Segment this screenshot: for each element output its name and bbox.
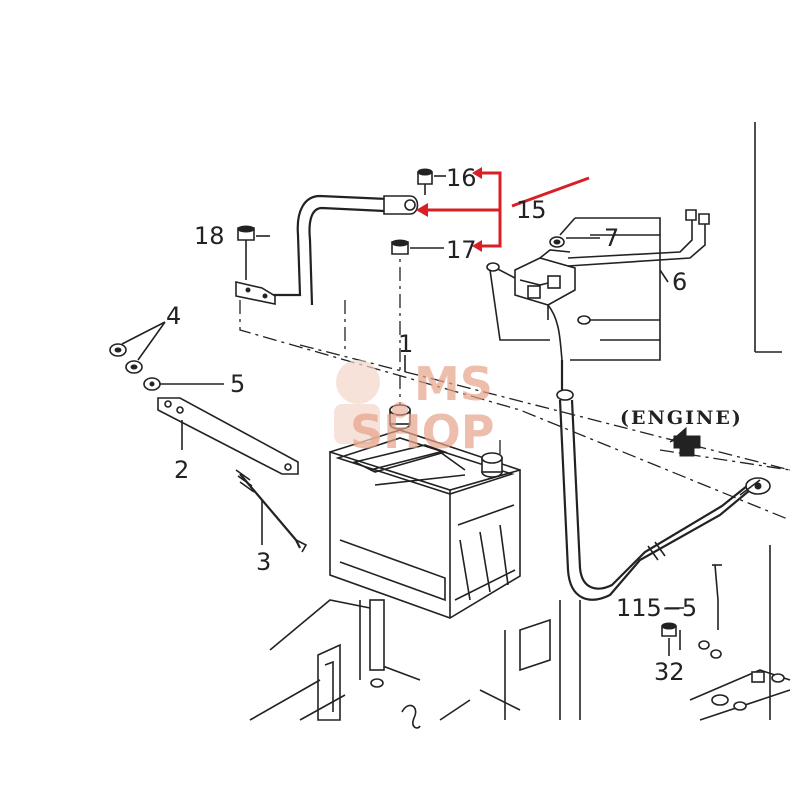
watermark: MS SHOP: [334, 357, 494, 459]
bolt-18: [237, 225, 255, 280]
watermark-line-1: MS: [414, 357, 493, 411]
callout-5: 5: [230, 370, 245, 398]
bolt-16: [417, 168, 433, 195]
callout-18: 18: [194, 222, 225, 250]
washers-4: [109, 343, 143, 374]
callout-16: 16: [446, 164, 477, 192]
terminal-assembly-6: [486, 249, 591, 361]
battery: [329, 404, 521, 619]
page-frame-right: [754, 122, 782, 353]
callout-7: 7: [604, 224, 619, 252]
ground-cable: [556, 360, 771, 601]
callout-6: 6: [672, 268, 687, 296]
callout-1: 1: [398, 330, 413, 358]
callout-15: 15: [516, 196, 547, 224]
chassis-frame: [249, 599, 581, 729]
highlight-arrows: [416, 167, 590, 252]
callout-3: 3: [256, 548, 271, 576]
washer-5: [143, 377, 161, 391]
nut-7: [549, 236, 565, 248]
nut-17: [391, 239, 409, 255]
engine-direction-arrow-icon: [669, 426, 701, 457]
callout-leaders: [121, 175, 684, 656]
assembly-brackets: [489, 217, 661, 361]
callout-32: 32: [654, 658, 685, 686]
battery-cable: [235, 194, 419, 306]
engine-side-frame: [661, 545, 791, 721]
callout-17: 17: [446, 236, 477, 264]
holder-plate-2: [157, 397, 299, 475]
callout-2: 2: [174, 456, 189, 484]
rod-3: [235, 469, 308, 553]
callout-115-5: 115−5: [616, 594, 697, 622]
engine-label: (ENGINE): [620, 407, 743, 429]
callout-4: 4: [166, 302, 181, 330]
wire-harness: [567, 209, 710, 267]
watermark-line-2: SHOP: [350, 405, 494, 459]
